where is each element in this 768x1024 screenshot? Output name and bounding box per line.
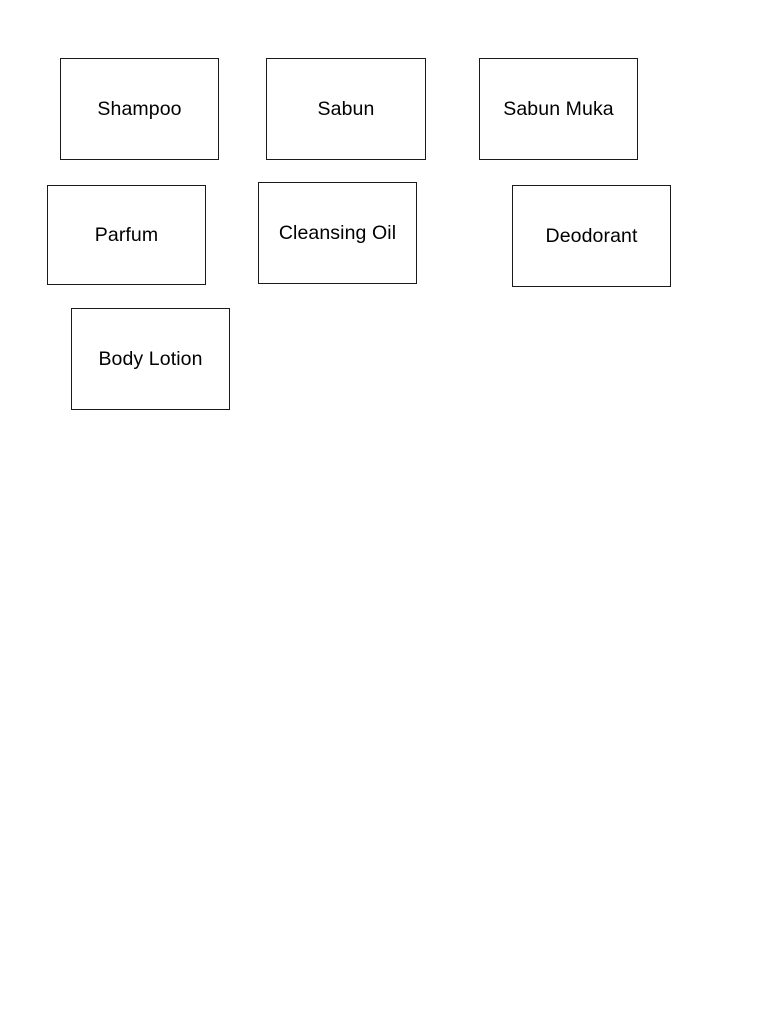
node-box[interactable]: Shampoo (60, 58, 219, 160)
node-box[interactable]: Cleansing Oil (258, 182, 417, 284)
node-label: Sabun Muka (503, 97, 614, 120)
node-box[interactable]: Sabun (266, 58, 426, 160)
node-label: Parfum (94, 223, 159, 246)
node-box[interactable]: Body Lotion (71, 308, 230, 410)
node-label: Sabun (317, 97, 375, 120)
node-box[interactable]: Parfum (47, 185, 206, 285)
node-label: Shampoo (97, 97, 182, 120)
node-box[interactable]: Deodorant (512, 185, 671, 287)
node-box[interactable]: Sabun Muka (479, 58, 638, 160)
node-label: Body Lotion (98, 347, 203, 370)
node-label: Cleansing Oil (278, 221, 397, 244)
node-label: Deodorant (545, 224, 638, 247)
